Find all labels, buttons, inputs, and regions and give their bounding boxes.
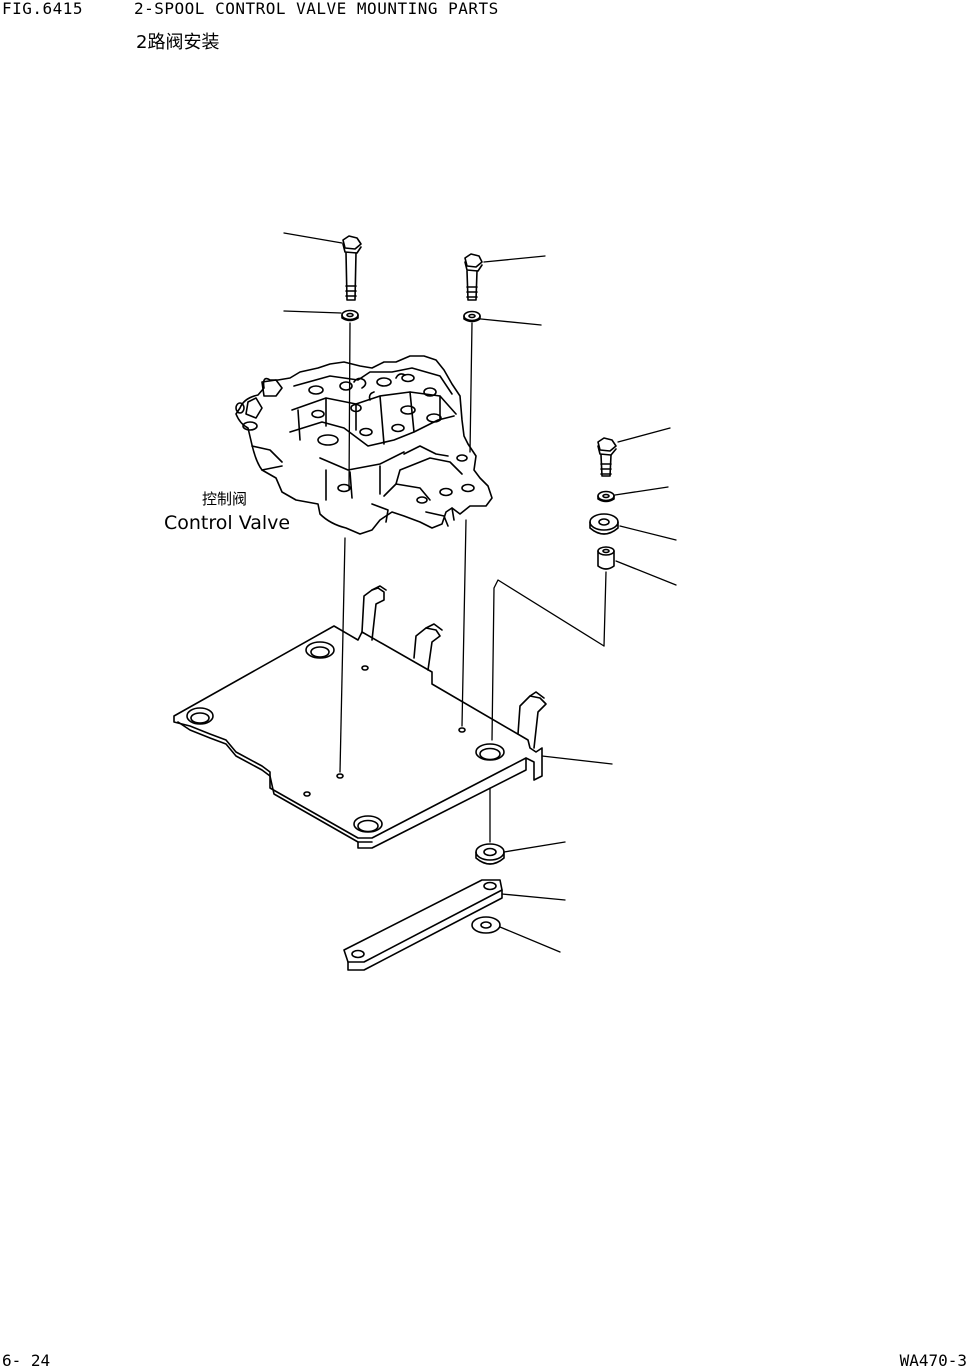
mounting-plate	[174, 586, 546, 848]
page-number: 6- 24	[2, 1351, 51, 1370]
washer-side	[598, 492, 614, 502]
rubber-mount-lower	[476, 844, 504, 864]
bolt-left	[343, 236, 361, 300]
control-valve-label-cn: 控制阀	[202, 490, 248, 508]
alignment-lines	[340, 323, 606, 842]
model-code: WA470-3	[899, 1351, 967, 1370]
rubber-mount-upper	[590, 514, 618, 534]
washer-lower	[472, 917, 500, 933]
figure-subtitle-cn: 2路阀安装	[136, 32, 220, 53]
figure-number: FIG.6415	[2, 0, 84, 18]
control-valve	[236, 356, 492, 534]
collar	[598, 547, 614, 569]
bolt-right	[465, 254, 482, 300]
figure-title: 2-SPOOL CONTROL VALVE MOUNTING PARTS	[134, 0, 499, 18]
washer-right	[464, 312, 480, 322]
strap-plate	[344, 880, 502, 970]
control-valve-label-en: Control Valve	[164, 512, 291, 534]
bolt-side	[598, 438, 616, 476]
washer-left	[342, 311, 358, 321]
leader-lines	[284, 233, 676, 952]
